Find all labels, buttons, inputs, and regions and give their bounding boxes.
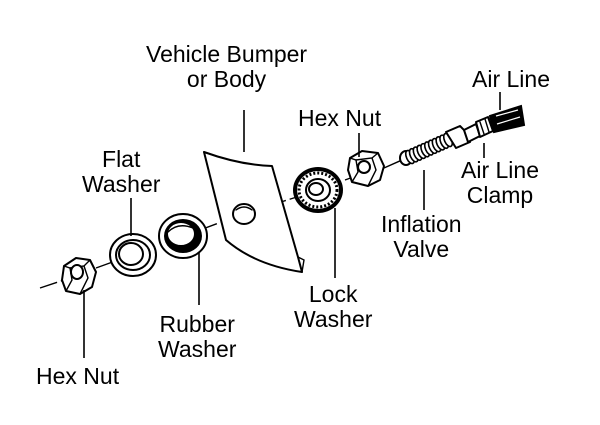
label-vehicle-bumper-line2: or Body [186,66,267,92]
label-lock-washer-line1: Lock [308,281,358,307]
label-vehicle-bumper-line1: Vehicle Bumper [146,41,308,67]
label-rubber-washer-line1: Rubber [159,311,235,337]
label-lock-washer: Lock Washer [294,282,372,332]
label-rubber-washer: Rubber Washer [158,312,236,362]
label-hex-nut-bottom: Hex Nut [36,363,120,389]
label-air-line-clamp-line1: Air Line [461,157,539,183]
top-hex-nut [347,150,385,187]
vehicle-bumper-panel [203,151,305,273]
rubber-washer [158,213,208,259]
label-flat-washer-line1: Flat [102,146,141,172]
label-rubber-washer-line2: Washer [158,336,237,362]
label-lock-washer-line2: Washer [294,306,373,332]
label-air-line-clamp: Air Line Clamp [461,158,539,208]
label-inflation-valve-line2: Valve [393,236,450,262]
label-vehicle-bumper: Vehicle Bumper or Body [146,42,307,92]
label-hex-nut-top: Hex Nut [298,105,382,131]
label-air-line-clamp-line2: Clamp [466,182,534,208]
label-flat-washer: Flat Washer [82,147,160,197]
assembly-centerline [39,159,403,289]
label-inflation-valve-line1: Inflation [381,211,462,237]
flat-washer [109,233,157,277]
air-line [488,104,526,134]
label-flat-washer-line2: Washer [82,171,161,197]
inflation-valve [399,125,471,166]
label-inflation-valve: Inflation Valve [381,212,462,262]
label-air-line: Air Line [472,66,550,92]
bottom-hex-nut [61,257,97,295]
lock-washer [293,167,343,213]
air-line-clamp [463,116,494,143]
